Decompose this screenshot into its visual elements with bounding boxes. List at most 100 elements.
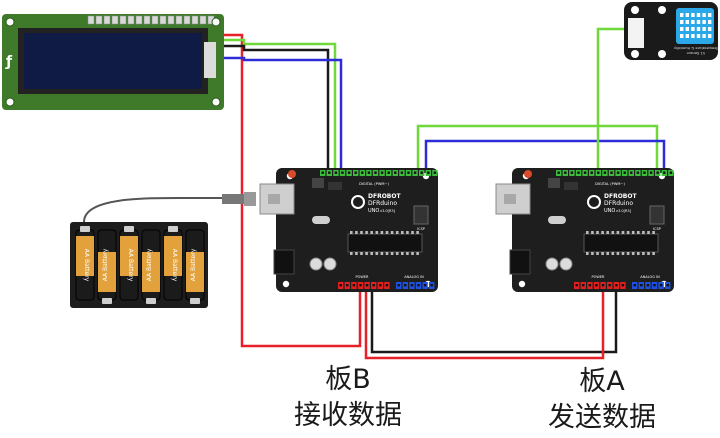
- sensor-vent: [708, 13, 712, 17]
- sensor-vent: [702, 27, 706, 31]
- power-header-label: POWER: [592, 275, 606, 279]
- reset-button: [288, 170, 296, 178]
- sensor-vent: [685, 13, 689, 17]
- board-model: UNO: [368, 208, 379, 214]
- board-b-name: 板B: [325, 364, 371, 395]
- sensor-vent: [708, 20, 712, 24]
- wire-lcd-blue: [214, 56, 343, 172]
- sensor-vent: [702, 13, 706, 17]
- sensor-label-line2: V1 Sensor: [686, 51, 705, 55]
- board-b-caption: 板B 接收数据: [268, 362, 428, 434]
- wire-lcd-black: [214, 44, 330, 172]
- wire-lcd-green: [214, 38, 337, 172]
- power-header: [574, 282, 626, 289]
- board-pcb: [276, 168, 438, 292]
- battery-cell: AA Battery: [119, 226, 139, 301]
- chip: [548, 178, 560, 188]
- crystal: [312, 216, 330, 224]
- lcd-backlight-tab: [204, 42, 216, 78]
- battery-cell-label: AA Battery: [102, 248, 109, 281]
- battery-cell-label: AA Battery: [127, 249, 134, 282]
- lcd-pin: [183, 15, 191, 25]
- sensor-vent: [708, 34, 712, 38]
- sensor-holes: [631, 6, 666, 58]
- battery-cell: AA Battery: [163, 226, 183, 301]
- board-pcb: [512, 168, 674, 292]
- battery-cells: AA Battery AA Battery AA Battery AA Battery…: [75, 226, 205, 304]
- battery-pack: AA Battery AA Battery AA Battery AA Battery…: [70, 222, 208, 308]
- lcd-module: ƒ: [2, 14, 224, 110]
- sensor-vent: [708, 27, 712, 31]
- power-header: [338, 282, 390, 289]
- sensor-vent: [691, 20, 695, 24]
- lcd-pin: [127, 15, 135, 25]
- sensor-vent: [680, 27, 684, 31]
- sensor-vent: [680, 34, 684, 38]
- capacitor: [309, 257, 323, 271]
- sensor-vent: [696, 20, 701, 24]
- lcd-pin: [87, 15, 95, 25]
- capacitor: [559, 257, 573, 271]
- board-model: UNO: [604, 208, 615, 214]
- board-b-role: 接收数据: [294, 400, 402, 431]
- lcd-pin: [191, 15, 199, 25]
- brand-line1: DFROBOT: [368, 193, 401, 200]
- mount-hole: [518, 280, 526, 288]
- sensor-vent: [696, 13, 701, 17]
- lcd-pin: [175, 15, 183, 25]
- board-version: v3.0[R3]: [380, 209, 396, 213]
- mount-hole: [282, 280, 290, 288]
- analog-header: [632, 282, 671, 289]
- board-version: v3.0[R3]: [616, 209, 632, 213]
- capacitor: [545, 257, 559, 271]
- crystal: [548, 216, 566, 224]
- battery-cell: AA Battery: [75, 226, 95, 301]
- sensor-label-line1: Temperature & Humidity: [673, 46, 719, 50]
- lcd-pin: [135, 15, 143, 25]
- lcd-pin: [199, 15, 207, 25]
- board-a-name: 板A: [579, 366, 625, 397]
- wire-sensor-green: [596, 27, 628, 172]
- sensor-vent: [696, 27, 701, 31]
- sensor-vent: [680, 13, 684, 17]
- capacitor: [323, 257, 337, 271]
- sensor-vent: [685, 20, 689, 24]
- lcd-pin: [95, 15, 103, 25]
- brand-line2: DFRduino: [604, 200, 633, 207]
- sensor-vent: [691, 13, 695, 17]
- digital-header: [556, 170, 674, 176]
- lcd-pin: [159, 15, 167, 25]
- wire-boards-red: [364, 290, 605, 360]
- sensor-vent: [702, 20, 706, 24]
- battery-cell-label: AA Battery: [190, 248, 197, 281]
- sensor-vent: [702, 34, 706, 38]
- sensor-vent: [685, 34, 689, 38]
- lcd-pin: [167, 15, 175, 25]
- lcd-screen: [24, 33, 202, 89]
- digital-header-label: DIGITAL (PWM~): [359, 182, 389, 186]
- icsp-label: ICSP: [417, 227, 425, 231]
- board-a-role: 发送数据: [548, 402, 656, 433]
- wire-lcd-red: [214, 33, 362, 348]
- battery-cable: [83, 196, 222, 223]
- dc-plug: [222, 192, 256, 206]
- lcd-pin: [103, 15, 111, 25]
- wire-boards-black: [370, 290, 618, 354]
- digital-header-label: DIGITAL (PWM~): [595, 182, 625, 186]
- lcd-mount-holes: [5, 17, 221, 107]
- chip: [328, 182, 342, 190]
- microcontroller: [583, 233, 659, 253]
- sensor-vent: [691, 27, 695, 31]
- battery-cell: AA Battery: [97, 229, 117, 304]
- dfrobot-logo-icon: [351, 195, 365, 209]
- sensor-grille: [680, 13, 712, 38]
- lcd-pin: [111, 15, 119, 25]
- lcd-pin: [119, 15, 127, 25]
- icsp-header: [649, 205, 665, 225]
- analog-header-label: ANALOG IN: [404, 275, 424, 279]
- analog-header: [396, 282, 435, 289]
- battery-cell-label: AA Battery: [146, 248, 153, 281]
